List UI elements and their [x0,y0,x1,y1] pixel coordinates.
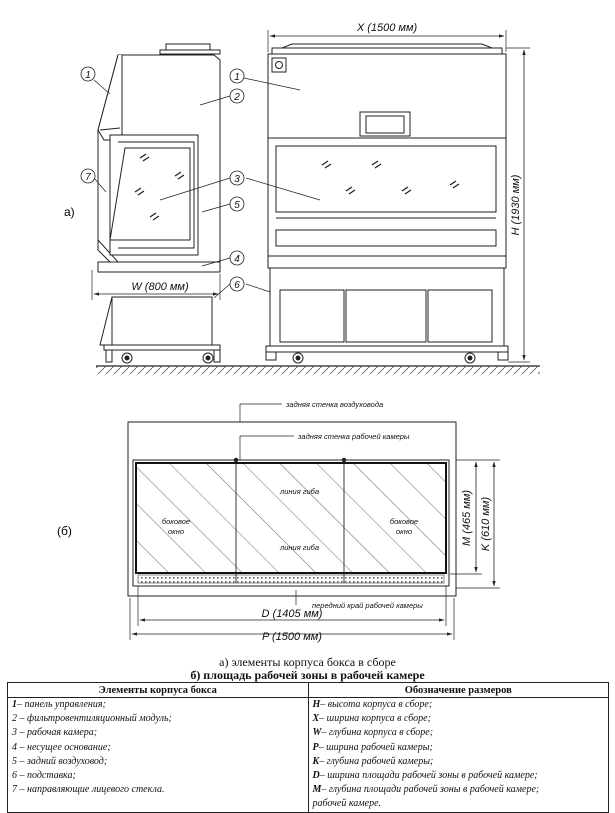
bend-line-bottom-label: линия гиба [279,543,319,552]
legend-element-item: 4 – несущее основание; [12,741,111,753]
caption-b: б) площадь рабочей зоны в рабочей камере [190,668,425,682]
rear-chamber-label: задняя стенка рабочей камеры [297,432,410,441]
side-window-right-2: окно [396,527,412,536]
legend-dimensions-cell: H– высота корпуса в сборе; X– ширина кор… [307,697,609,813]
rear-duct-label: задняя стенка воздуховода [285,400,383,409]
callout-1: 1 [85,70,91,81]
legend-dimension-item: X– ширина корпуса в сборе; [312,713,431,725]
panel-a-label: а) [64,205,75,219]
side-window-right-1: боковое [390,517,418,526]
legend-element-item: 3 – рабочая камера; [12,727,98,739]
callout-labels: 1 2 3 4 5 6 7 1 [85,70,240,291]
dim-d-label: D (1405 мм) [262,608,323,620]
callout-3: 3 [234,174,240,185]
legend-element-item: 5 – задний воздуховод; [12,755,108,767]
panel-b-label: (б) [57,524,72,538]
legend-dimension-item: H– высота корпуса в сборе; [312,699,433,710]
legend-dimension-item: рабочей камере. [312,798,382,810]
callout-4: 4 [234,254,240,265]
legend-dimension-item: W– глубина корпуса в сборе; [312,727,434,739]
legend-element-item: 7 – направляющие лицевого стекла. [12,784,165,796]
side-view [97,43,221,364]
legend-header-elements: Элементы корпуса бокса [7,682,309,698]
legend-element-item: 6 – подставка; [12,769,76,781]
caption-a: а) элементы корпуса бокса в сборе [219,655,396,669]
dim-w-label: W (800 мм) [131,281,189,293]
front-edge-label: передний край рабочей камеры [312,601,423,610]
legend-dimension-item: K– глубина рабочей камеры; [312,755,434,767]
callout-1-front: 1 [234,72,240,83]
dim-x-label: X (1500 мм) [356,22,418,34]
side-window-left-1: боковое [162,517,190,526]
work-area-plan [127,421,457,597]
front-view [265,43,509,364]
dim-h-label: H (1930 мм) [510,174,522,235]
legend-element-item: 2 – фильтровентиляционный модуль; [12,713,172,725]
dim-k-label: K (610 мм) [480,497,492,552]
callout-markers [80,66,245,292]
legend-dimension-item: D– ширина площади рабочей зоны в рабочей… [312,769,538,781]
legend-table: Элементы корпуса бокса Обозначение разме… [7,682,609,813]
legend-elements-cell: 1– панель управления; 2 – фильтровентиля… [7,697,309,813]
dim-m-label: M (465 мм) [461,490,473,546]
legend-dimension-item: P– ширина рабочей камеры; [312,741,433,753]
legend-element-item: 1– панель управления; [12,699,106,710]
plan-labels: задняя стенка воздуховода задняя стенка … [162,400,423,610]
callout-2: 2 [233,92,240,103]
legend-header-dimensions: Обозначение размеров [307,682,609,698]
bend-line-top-label: линия гиба [279,487,319,496]
side-window-left-2: окно [168,527,184,536]
callout-5: 5 [234,200,240,211]
callout-7: 7 [85,172,91,183]
dim-p-label: P (1500 мм) [262,631,322,643]
callout-6: 6 [234,280,240,291]
legend-dimension-item: M– глубина площади рабочей зоны в рабоче… [312,784,540,796]
